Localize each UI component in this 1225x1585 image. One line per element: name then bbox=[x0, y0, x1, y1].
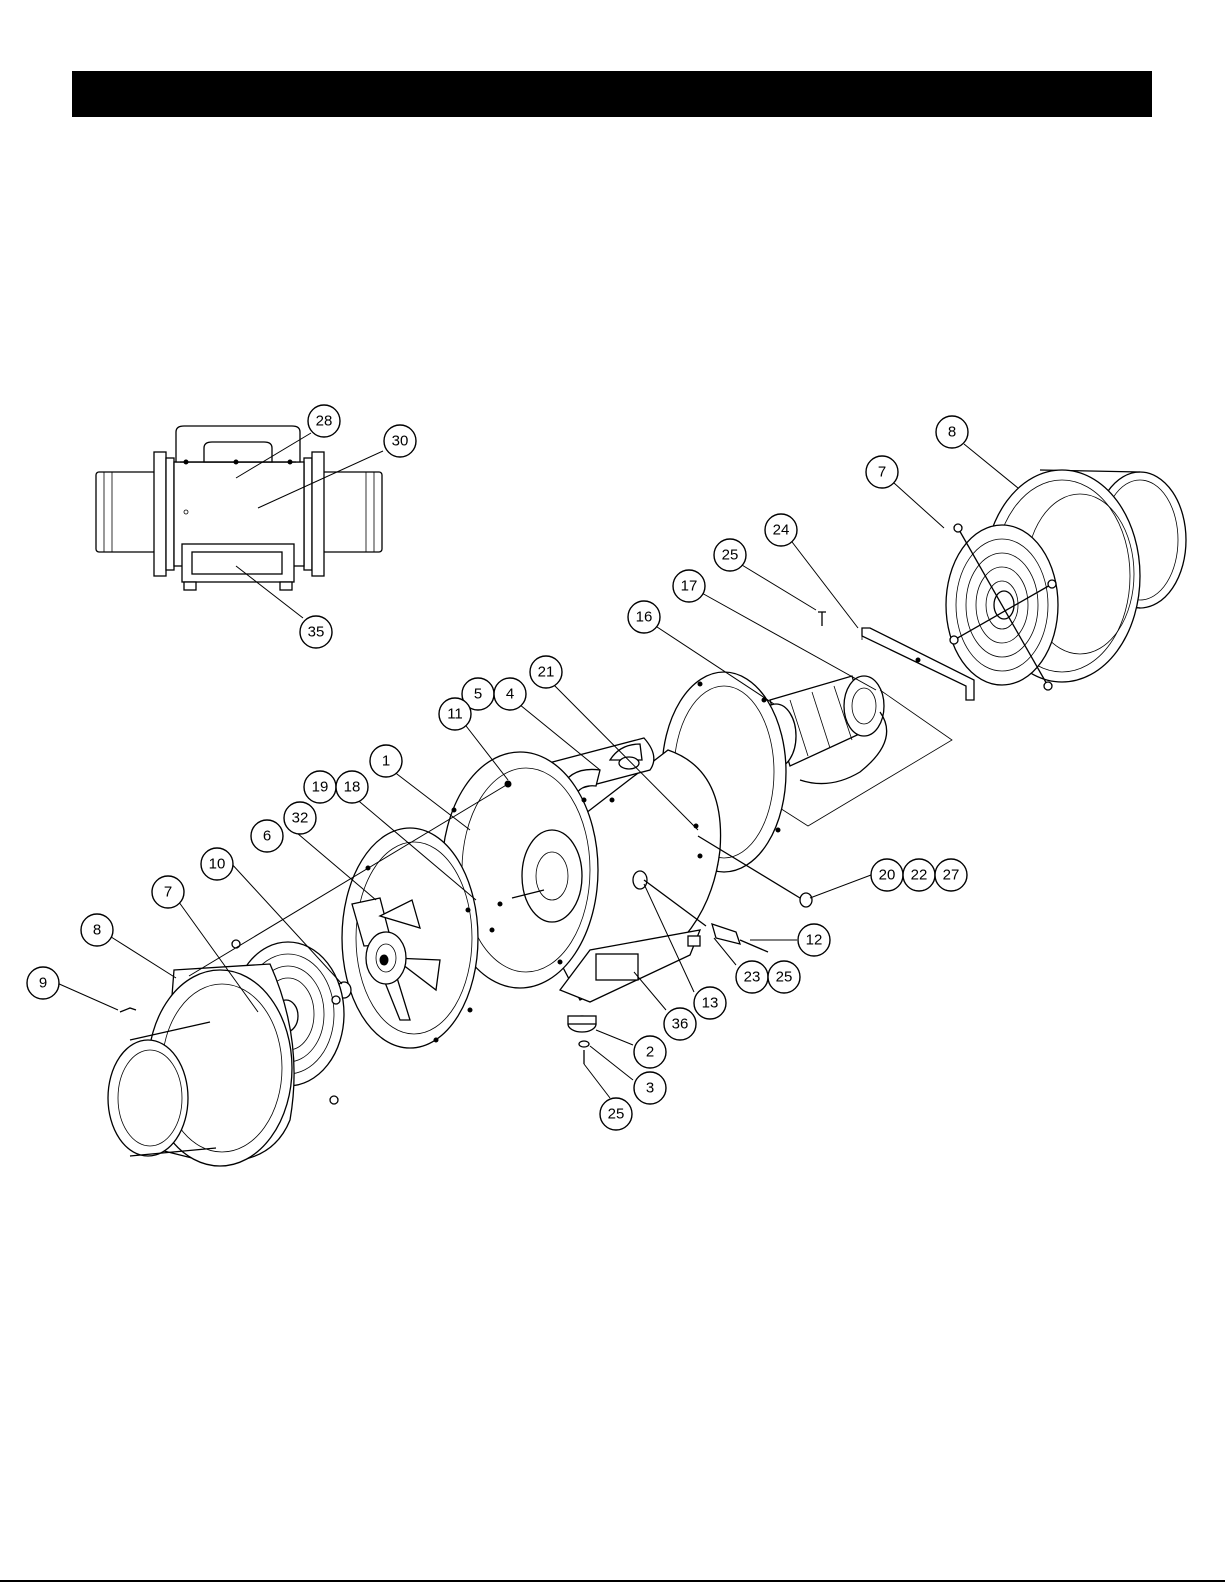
callout-2: 2 bbox=[634, 1036, 666, 1068]
callout-label: 8 bbox=[93, 922, 101, 939]
callout-7-left: 7 bbox=[152, 876, 184, 908]
callout-label: 7 bbox=[878, 464, 886, 481]
callout-22: 22 bbox=[903, 859, 935, 891]
screw-9 bbox=[120, 1008, 136, 1012]
callout-9: 9 bbox=[27, 967, 59, 999]
callout-6: 6 bbox=[251, 820, 283, 852]
callout-7-right: 7 bbox=[866, 456, 898, 488]
callout-label: 6 bbox=[263, 828, 271, 845]
callout-label: 28 bbox=[316, 413, 333, 430]
callout-13: 13 bbox=[694, 987, 726, 1019]
callout-label: 24 bbox=[773, 522, 790, 539]
callout-8-left: 8 bbox=[81, 914, 113, 946]
callout-label: 13 bbox=[702, 995, 719, 1012]
callout-label: 4 bbox=[506, 686, 514, 703]
inset-assembled-view bbox=[96, 426, 382, 590]
callout-35: 35 bbox=[300, 616, 332, 648]
callout-label: 11 bbox=[447, 706, 463, 723]
footer-rule bbox=[0, 1580, 1225, 1582]
callout-label: 3 bbox=[646, 1080, 654, 1097]
callout-27: 27 bbox=[935, 859, 967, 891]
callout-label: 27 bbox=[943, 867, 960, 884]
callout-11: 11 bbox=[439, 698, 471, 730]
callout-23: 23 bbox=[736, 961, 768, 993]
callout-32: 32 bbox=[284, 802, 316, 834]
callout-label: 19 bbox=[312, 779, 329, 796]
callout-label: 16 bbox=[636, 609, 653, 626]
callout-12: 12 bbox=[798, 924, 830, 956]
callout-label: 25 bbox=[722, 547, 739, 564]
callout-label: 36 bbox=[672, 1016, 689, 1033]
callout-label: 25 bbox=[608, 1106, 625, 1123]
callout-4: 4 bbox=[494, 678, 526, 710]
callout-16: 16 bbox=[628, 601, 660, 633]
callout-25-bottom: 25 bbox=[600, 1098, 632, 1130]
plug-20 bbox=[800, 893, 812, 907]
callout-19: 19 bbox=[304, 771, 336, 803]
callout-label: 21 bbox=[538, 664, 555, 681]
callout-label: 7 bbox=[164, 884, 172, 901]
callout-30: 30 bbox=[384, 425, 416, 457]
callout-label: 17 bbox=[681, 578, 698, 595]
callout-label: 2 bbox=[646, 1044, 654, 1061]
callout-label: 8 bbox=[948, 424, 956, 441]
callout-label: 23 bbox=[744, 969, 761, 986]
callout-3: 3 bbox=[634, 1072, 666, 1104]
callout-label: 10 bbox=[209, 856, 226, 873]
callout-17: 17 bbox=[673, 570, 705, 602]
callout-25-mid: 25 bbox=[768, 961, 800, 993]
callout-28: 28 bbox=[308, 405, 340, 437]
callout-label: 18 bbox=[344, 779, 361, 796]
callout-label: 22 bbox=[911, 867, 928, 884]
callout-label: 5 bbox=[474, 686, 482, 703]
callout-18: 18 bbox=[336, 771, 368, 803]
callout-label: 12 bbox=[806, 932, 823, 949]
callout-20: 20 bbox=[871, 859, 903, 891]
callout-10: 10 bbox=[201, 848, 233, 880]
callout-1: 1 bbox=[370, 745, 402, 777]
callout-label: 30 bbox=[392, 433, 409, 450]
callout-36: 36 bbox=[664, 1008, 696, 1040]
callout-25-top: 25 bbox=[714, 539, 746, 571]
callout-21: 21 bbox=[530, 656, 562, 688]
callout-label: 35 bbox=[308, 624, 325, 641]
callout-label: 9 bbox=[39, 975, 47, 992]
left-duct-cone bbox=[108, 964, 294, 1166]
callout-label: 32 bbox=[292, 810, 309, 827]
callout-8-right: 8 bbox=[936, 416, 968, 448]
callout-label: 1 bbox=[382, 753, 390, 770]
callout-24: 24 bbox=[765, 514, 797, 546]
callout-label: 25 bbox=[776, 969, 793, 986]
callout-label: 20 bbox=[879, 867, 896, 884]
